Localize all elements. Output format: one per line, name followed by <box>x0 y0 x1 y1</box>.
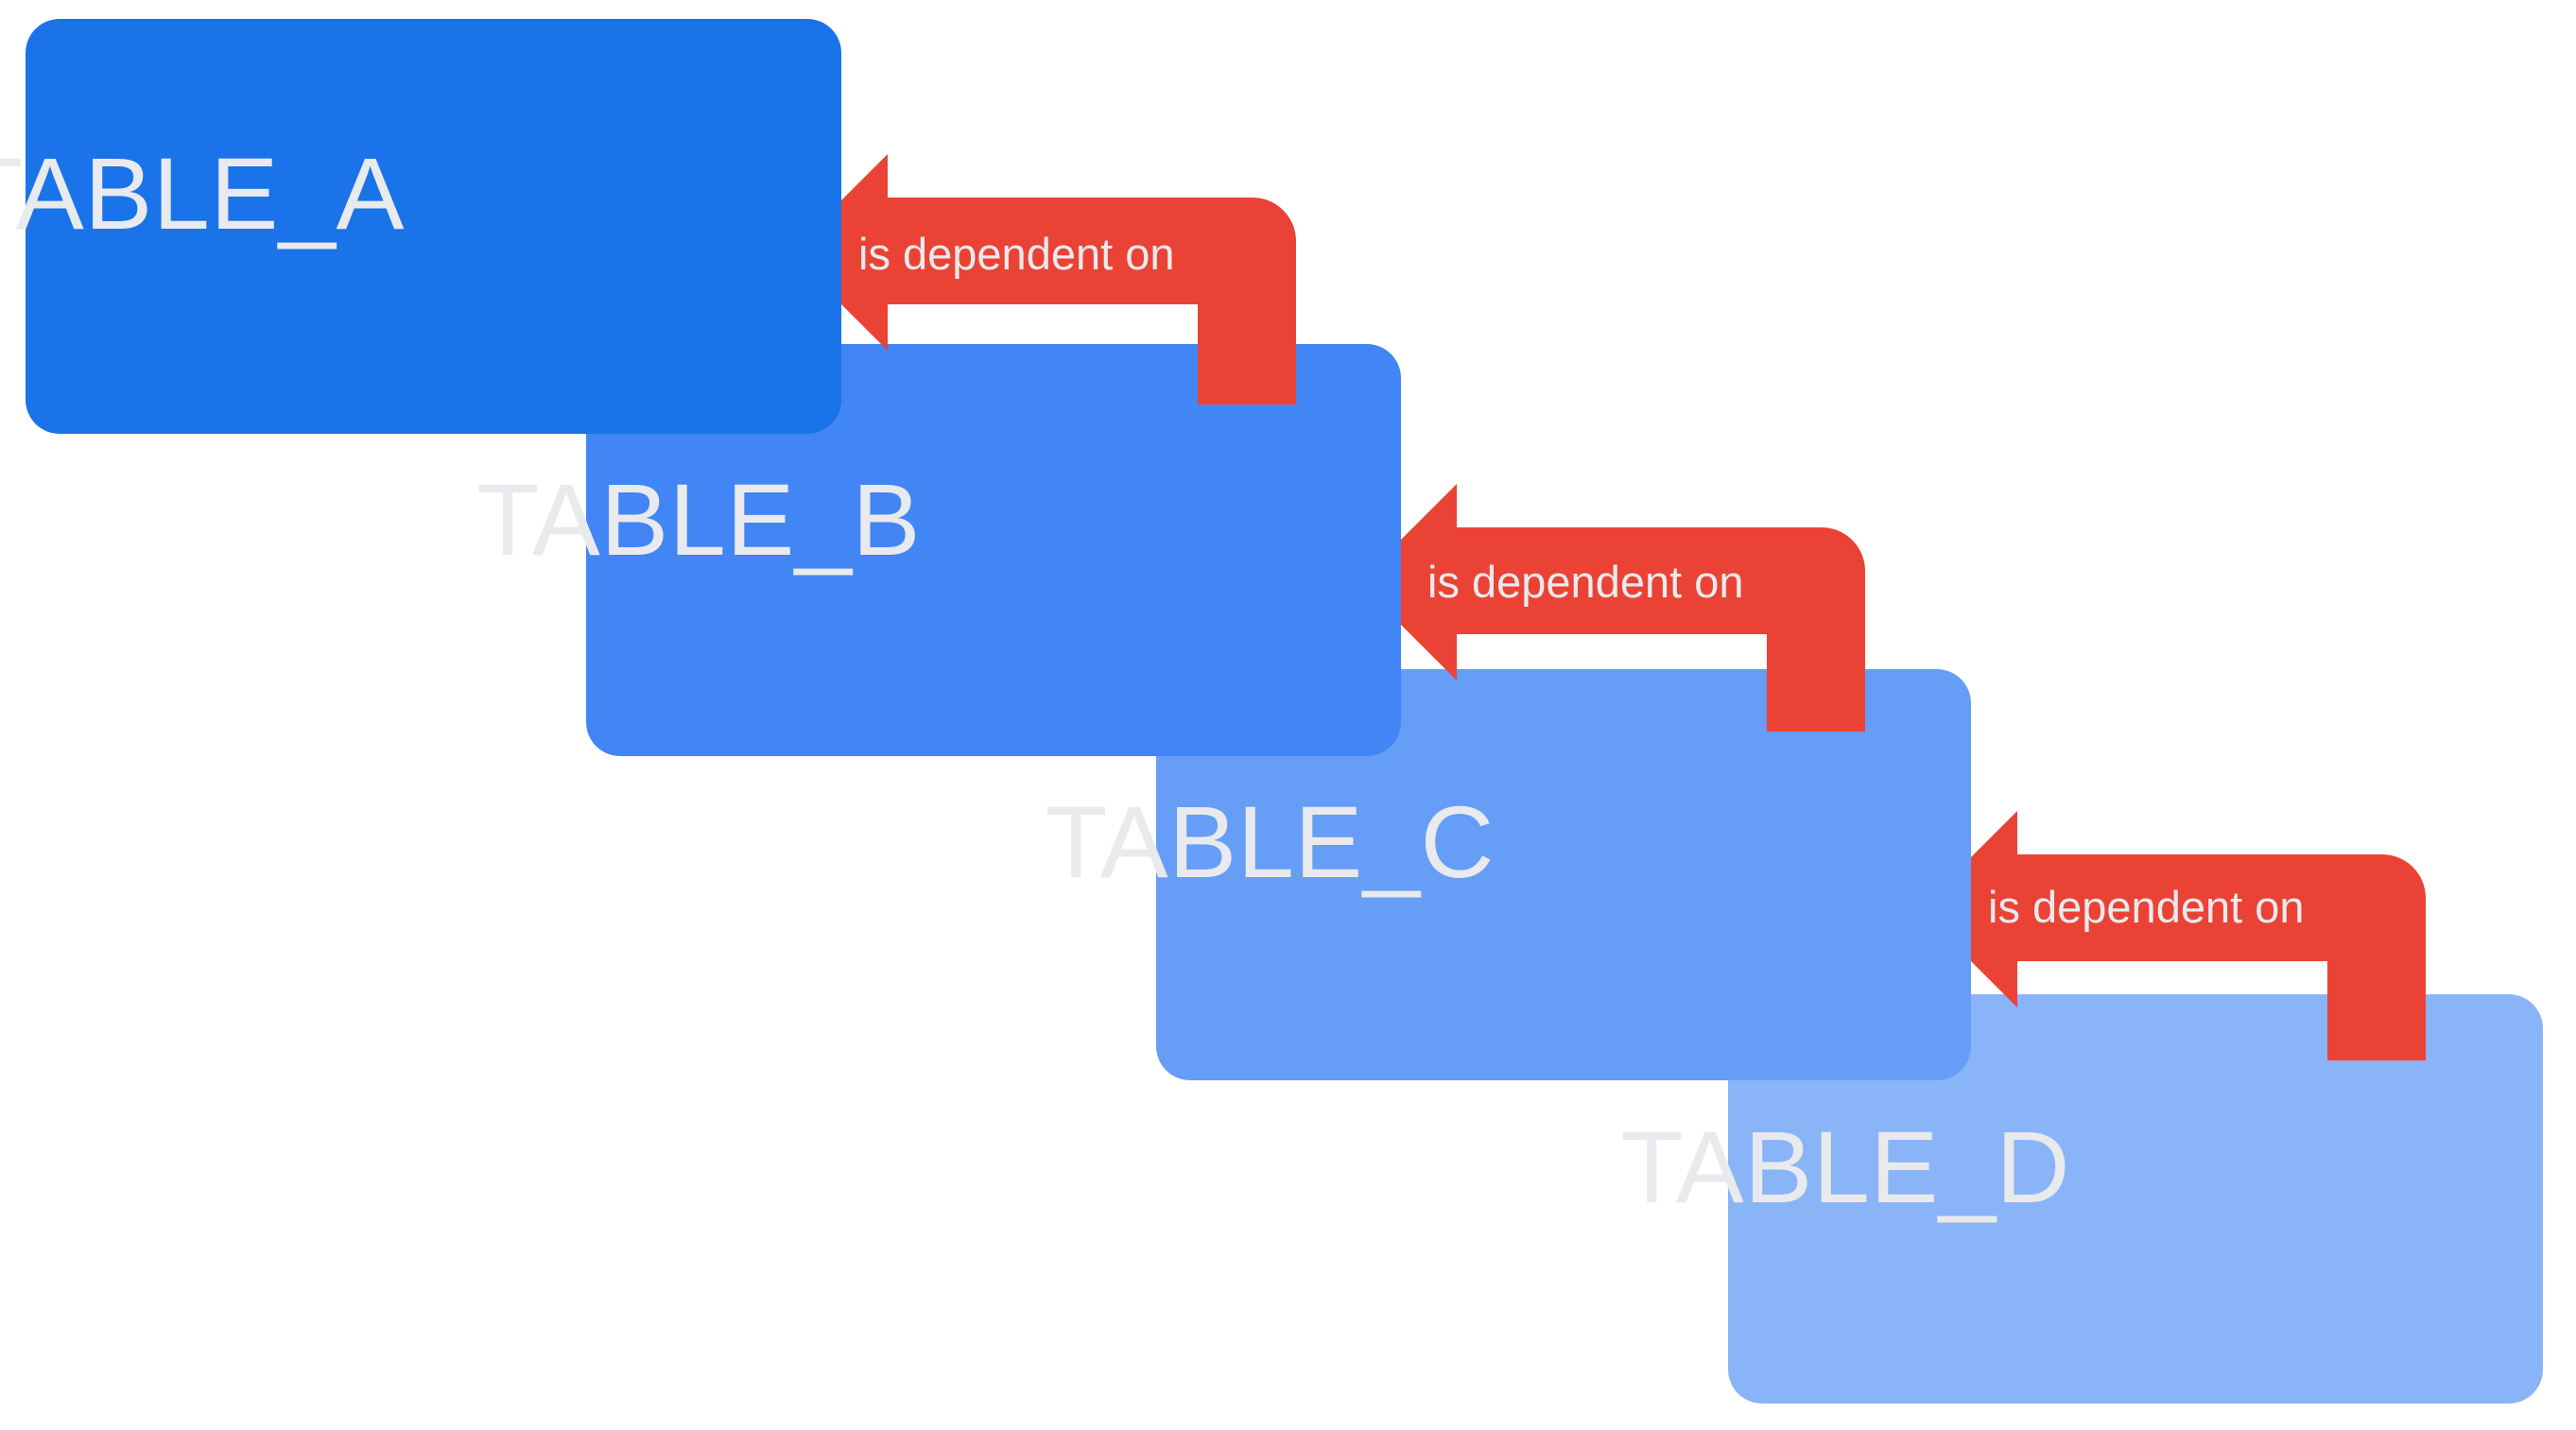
connector-d-to-c[interactable]: is dependent on <box>1919 811 2448 1060</box>
connector-label-c-to-b: is dependent on <box>1427 557 1744 607</box>
node-label-table-a: TABLE_A <box>0 136 405 250</box>
connector-label-d-to-c: is dependent on <box>1988 882 2305 932</box>
connector-b-to-a[interactable]: is dependent on <box>789 154 1319 405</box>
node-table-a[interactable]: TABLE_A <box>0 19 841 434</box>
node-label-table-c: TABLE_C <box>1045 784 1495 899</box>
connector-label-b-to-a: is dependent on <box>858 229 1175 279</box>
arrow-is-dependent-on-icon <box>1358 484 1865 732</box>
connector-c-to-b[interactable]: is dependent on <box>1358 484 1888 732</box>
arrow-is-dependent-on-icon <box>1919 811 2426 1060</box>
node-label-table-d: TABLE_D <box>1620 1110 2070 1224</box>
arrow-is-dependent-on-icon <box>789 154 1296 405</box>
node-table-b[interactable]: TABLE_B <box>476 344 1401 756</box>
node-label-table-b: TABLE_B <box>476 462 921 577</box>
